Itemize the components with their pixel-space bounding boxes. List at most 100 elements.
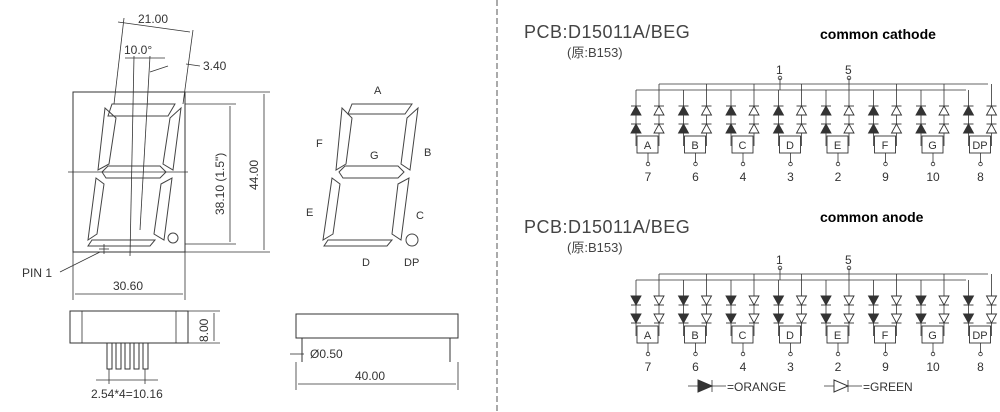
anode-pin-number: 7 [645, 360, 652, 374]
anode-green-diode-icon [795, 295, 808, 306]
anode-green-diode-icon [938, 295, 950, 306]
width-dimension: 21.00 [138, 12, 168, 26]
anode-cell-c: C4 [725, 274, 760, 374]
cathode-orange-diode-icon [677, 105, 690, 116]
cathode-green-diode-icon [843, 105, 855, 116]
cathode-pin-number: 3 [787, 170, 794, 184]
cathode-green-diode-icon [700, 105, 713, 116]
anode-orange-diode-icon [867, 313, 880, 324]
bottom-view: 8.00 2.54*4=10.16 [69, 310, 220, 401]
anode-segment-label: A [644, 330, 652, 342]
cathode-cell-c: C4 [725, 84, 760, 184]
anode-orange-diode-icon [772, 313, 785, 324]
anode-original-code: (原:B153) [567, 240, 623, 255]
anode-cell-e: E2 [820, 274, 855, 374]
cathode-orange-diode-icon [962, 105, 975, 116]
segment-g-label: G [370, 150, 379, 162]
anode-segment-label: C [739, 330, 747, 342]
green-legend-label: =GREEN [863, 380, 913, 394]
cathode-orange-diode-icon [867, 105, 880, 116]
anode-orange-diode-icon [820, 313, 832, 324]
cathode-segment-label: C [739, 140, 747, 152]
anode-pin-number: 6 [692, 360, 699, 374]
cathode-pin-number: 6 [692, 170, 699, 184]
depth-dimension: 8.00 [197, 318, 211, 342]
segment-d-label: D [362, 257, 370, 269]
cathode-green-diode-icon [938, 123, 950, 134]
cathode-green-diode-icon [653, 123, 665, 134]
height-dimension: 44.00 [247, 160, 261, 190]
anode-orange-diode-icon [915, 295, 927, 306]
anode-orange-diode-icon [962, 313, 975, 324]
cathode-orange-diode-icon [630, 123, 642, 134]
anode-cell-d: D3 [772, 274, 808, 374]
green-diode-icon [833, 379, 850, 393]
anode-green-diode-icon [985, 295, 998, 306]
cathode-orange-diode-icon [915, 123, 927, 134]
anode-green-diode-icon [653, 313, 665, 324]
cathode-cell-f: F9 [867, 84, 903, 184]
offset-dimension: 3.40 [203, 59, 227, 73]
cathode-original-code: (原:B153) [567, 45, 623, 60]
pin-diameter-dimension: Ø0.50 [310, 347, 343, 361]
pin1-label: PIN 1 [22, 266, 52, 280]
segment-b-label: B [424, 147, 431, 159]
side-width-dimension: 40.00 [355, 369, 385, 383]
cathode-pcb-code: PCB:D15011A/BEG [524, 22, 690, 42]
anode-orange-diode-icon [630, 313, 642, 324]
cathode-green-diode-icon [985, 123, 998, 134]
anode-green-diode-icon [653, 295, 665, 306]
anode-segment-label: DP [972, 330, 987, 342]
anode-green-diode-icon [938, 313, 950, 324]
anode-cell-f: F9 [867, 274, 903, 374]
front-view: 21.00 10.0° 3.40 44.00 38.10 (1.5") PIN … [22, 12, 270, 300]
anode-green-diode-icon [890, 295, 903, 306]
cathode-pin-number: 10 [926, 170, 940, 184]
anode-cell-g: G10 [915, 274, 950, 374]
cathode-segment-label: G [928, 140, 937, 152]
cathode-green-diode-icon [795, 123, 808, 134]
cathode-orange-diode-icon [772, 105, 785, 116]
segment-c-label: C [416, 210, 424, 222]
cathode-segment-label: E [834, 140, 841, 152]
cathode-green-diode-icon [985, 105, 998, 116]
cathode-cell-g: G 10 [915, 84, 950, 184]
cathode-segment-label: DP [972, 140, 987, 152]
cathode-orange-diode-icon [725, 105, 737, 116]
cathode-orange-diode-icon [820, 105, 832, 116]
segment-a-label: A [374, 85, 382, 97]
cathode-segment-label: B [691, 140, 698, 152]
cathode-cell-dp: DP8 [962, 84, 998, 184]
cathode-segment-label: D [786, 140, 794, 152]
anode-cell-dp: DP8 [962, 274, 998, 374]
pin-pitch-dimension: 2.54*4=10.16 [91, 387, 163, 401]
cathode-cell-e: E2 [820, 84, 855, 184]
cathode-orange-diode-icon [820, 123, 832, 134]
cathode-segment-label: A [644, 140, 652, 152]
anode-orange-diode-icon [677, 295, 690, 306]
anode-cell-a: A7 [630, 274, 665, 374]
cathode-orange-diode-icon [867, 123, 880, 134]
anode-cell-b: B6 [677, 274, 713, 374]
common-anode-schematic: PCB:D15011A/BEG (原:B153) common anode 1 … [524, 209, 998, 374]
cathode-title: common cathode [820, 26, 936, 42]
cathode-segment-label: F [882, 140, 889, 152]
cathode-green-diode-icon [795, 105, 808, 116]
anode-green-diode-icon [843, 313, 855, 324]
color-legend: =ORANGE =GREEN [688, 379, 913, 394]
anode-orange-diode-icon [630, 295, 642, 306]
cathode-green-diode-icon [748, 123, 760, 134]
cathode-cell-a: A7 [630, 84, 665, 184]
anode-green-diode-icon [795, 313, 808, 324]
anode-green-diode-icon [748, 295, 760, 306]
cathode-green-diode-icon [843, 123, 855, 134]
anode-pcb-code: PCB:D15011A/BEG [524, 217, 690, 237]
cathode-orange-diode-icon [915, 105, 927, 116]
orange-legend-label: =ORANGE [727, 380, 786, 394]
segment-e-label: E [306, 207, 313, 219]
anode-segment-label: B [691, 330, 698, 342]
anode-segment-label: E [834, 330, 841, 342]
anode-green-diode-icon [843, 295, 855, 306]
common-cathode-schematic: PCB:D15011A/BEG (原:B153) common cathode … [524, 22, 998, 184]
